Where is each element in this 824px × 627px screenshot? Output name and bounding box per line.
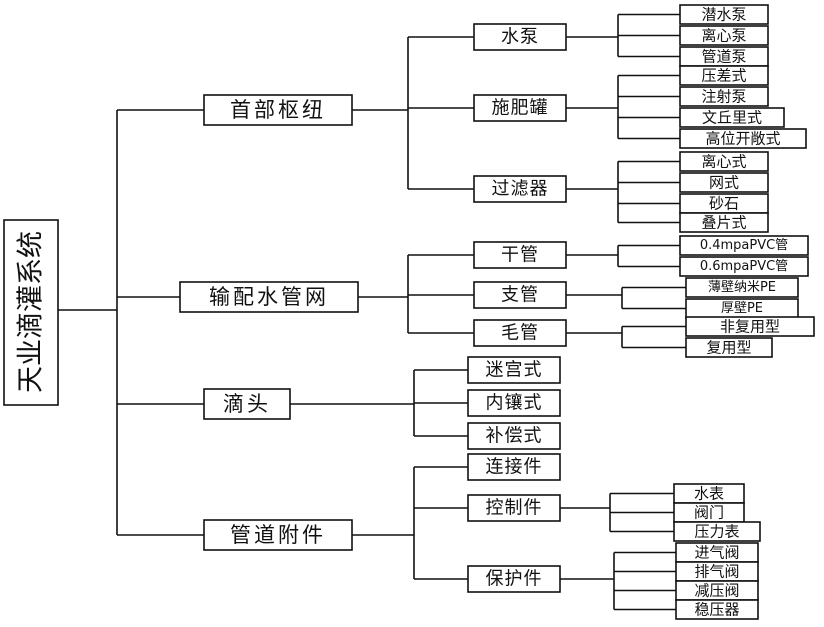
leaf-label: 压力表 (694, 523, 739, 541)
leaf-label: 叠片式 (701, 214, 746, 232)
component-label: 施肥罐 (492, 98, 549, 119)
category-label: 输配水管网 (209, 285, 329, 309)
root-box (3, 219, 59, 406)
leaf-label: 离心泵 (701, 27, 746, 45)
category-label: 首部枢纽 (230, 98, 326, 122)
component-node: 干管 (473, 241, 567, 269)
leaf-node: 管道泵 (679, 46, 769, 67)
leaf-node: 减压阀 (675, 580, 759, 601)
component-node: 控制件 (467, 494, 561, 522)
component-node: 迷宫式 (467, 356, 561, 384)
leaf-node: 非复用型 (685, 316, 815, 337)
component-node: 施肥罐 (473, 94, 567, 122)
leaf-node: 薄壁纳米PE (685, 277, 799, 298)
component-node: 水泵 (473, 23, 567, 51)
component-label: 水泵 (501, 27, 539, 48)
leaf-label: 砂石 (709, 195, 739, 213)
component-label: 内镶式 (486, 393, 543, 414)
leaf-label: 潜水泵 (701, 6, 746, 24)
leaf-node: 稳压器 (675, 599, 759, 620)
leaf-label: 文丘里式 (702, 109, 762, 127)
leaf-label: 注射泵 (701, 88, 746, 106)
leaf-label: 排气阀 (694, 563, 739, 581)
component-node: 保护件 (467, 565, 561, 593)
leaf-label: 厚壁PE (721, 301, 763, 316)
leaf-node: 复用型 (685, 337, 773, 358)
leaf-node: 排气阀 (675, 561, 759, 582)
leaf-label: 网式 (709, 174, 739, 192)
component-label: 干管 (501, 245, 539, 266)
leaf-label: 稳压器 (694, 601, 739, 619)
component-label: 连接件 (486, 457, 543, 478)
leaf-node: 水表 (673, 483, 745, 504)
leaf-node: 潜水泵 (679, 4, 769, 25)
component-node: 过滤器 (473, 175, 567, 203)
connector-lines (58, 13, 686, 611)
component-label: 控制件 (486, 498, 543, 519)
leaf-node: 文丘里式 (679, 107, 785, 128)
leaf-label: 进气阀 (694, 544, 739, 562)
leaf-node: 离心泵 (679, 25, 769, 46)
category-label: 滴头 (223, 392, 271, 416)
leaf-label: 非复用型 (720, 318, 780, 336)
leaf-label: 减压阀 (694, 582, 739, 600)
leaf-label: 阀门 (694, 504, 724, 522)
leaf-node: 注射泵 (679, 86, 769, 107)
component-node: 毛管 (473, 319, 567, 347)
leaf-label: 水表 (694, 485, 724, 503)
component-label: 毛管 (501, 323, 539, 344)
component-node: 支管 (473, 281, 567, 309)
leaf-node: 厚壁PE (685, 298, 799, 319)
component-node: 内镶式 (467, 389, 561, 417)
leaf-node: 0.6mpaPVC管 (679, 256, 809, 277)
leaf-node: 阀门 (673, 502, 745, 523)
component-label: 支管 (501, 285, 539, 306)
component-label: 过滤器 (492, 179, 549, 200)
leaf-node: 0.4mpaPVC管 (679, 235, 809, 256)
leaf-node: 离心式 (679, 151, 769, 172)
leaf-node: 高位开敞式 (679, 128, 807, 149)
component-label: 迷宫式 (486, 360, 543, 381)
category-label: 管道附件 (230, 523, 326, 547)
category-node: 管道附件 (203, 519, 353, 551)
category-node: 首部枢纽 (203, 94, 353, 126)
leaf-label: 薄壁纳米PE (708, 280, 776, 295)
component-node: 补偿式 (467, 422, 561, 450)
leaf-node: 进气阀 (675, 542, 759, 563)
component-label: 补偿式 (486, 426, 543, 447)
category-node: 滴头 (203, 388, 291, 420)
leaf-node: 网式 (679, 172, 769, 193)
leaf-label: 复用型 (706, 339, 751, 357)
leaf-node: 压力表 (673, 521, 761, 542)
leaf-node: 叠片式 (679, 212, 769, 233)
root-label: 天业滴灌系统 (16, 231, 47, 393)
category-node: 输配水管网 (179, 281, 359, 313)
leaf-label: 0.4mpaPVC管 (700, 238, 788, 253)
component-label: 保护件 (486, 569, 543, 590)
component-node: 连接件 (467, 453, 561, 481)
leaf-label: 0.6mpaPVC管 (700, 259, 788, 274)
leaf-node: 砂石 (679, 193, 769, 214)
leaf-label: 压差式 (701, 67, 746, 85)
leaf-label: 离心式 (701, 153, 746, 171)
leaf-node: 压差式 (679, 65, 769, 86)
leaf-label: 高位开敞式 (705, 130, 780, 148)
leaf-label: 管道泵 (701, 48, 746, 66)
